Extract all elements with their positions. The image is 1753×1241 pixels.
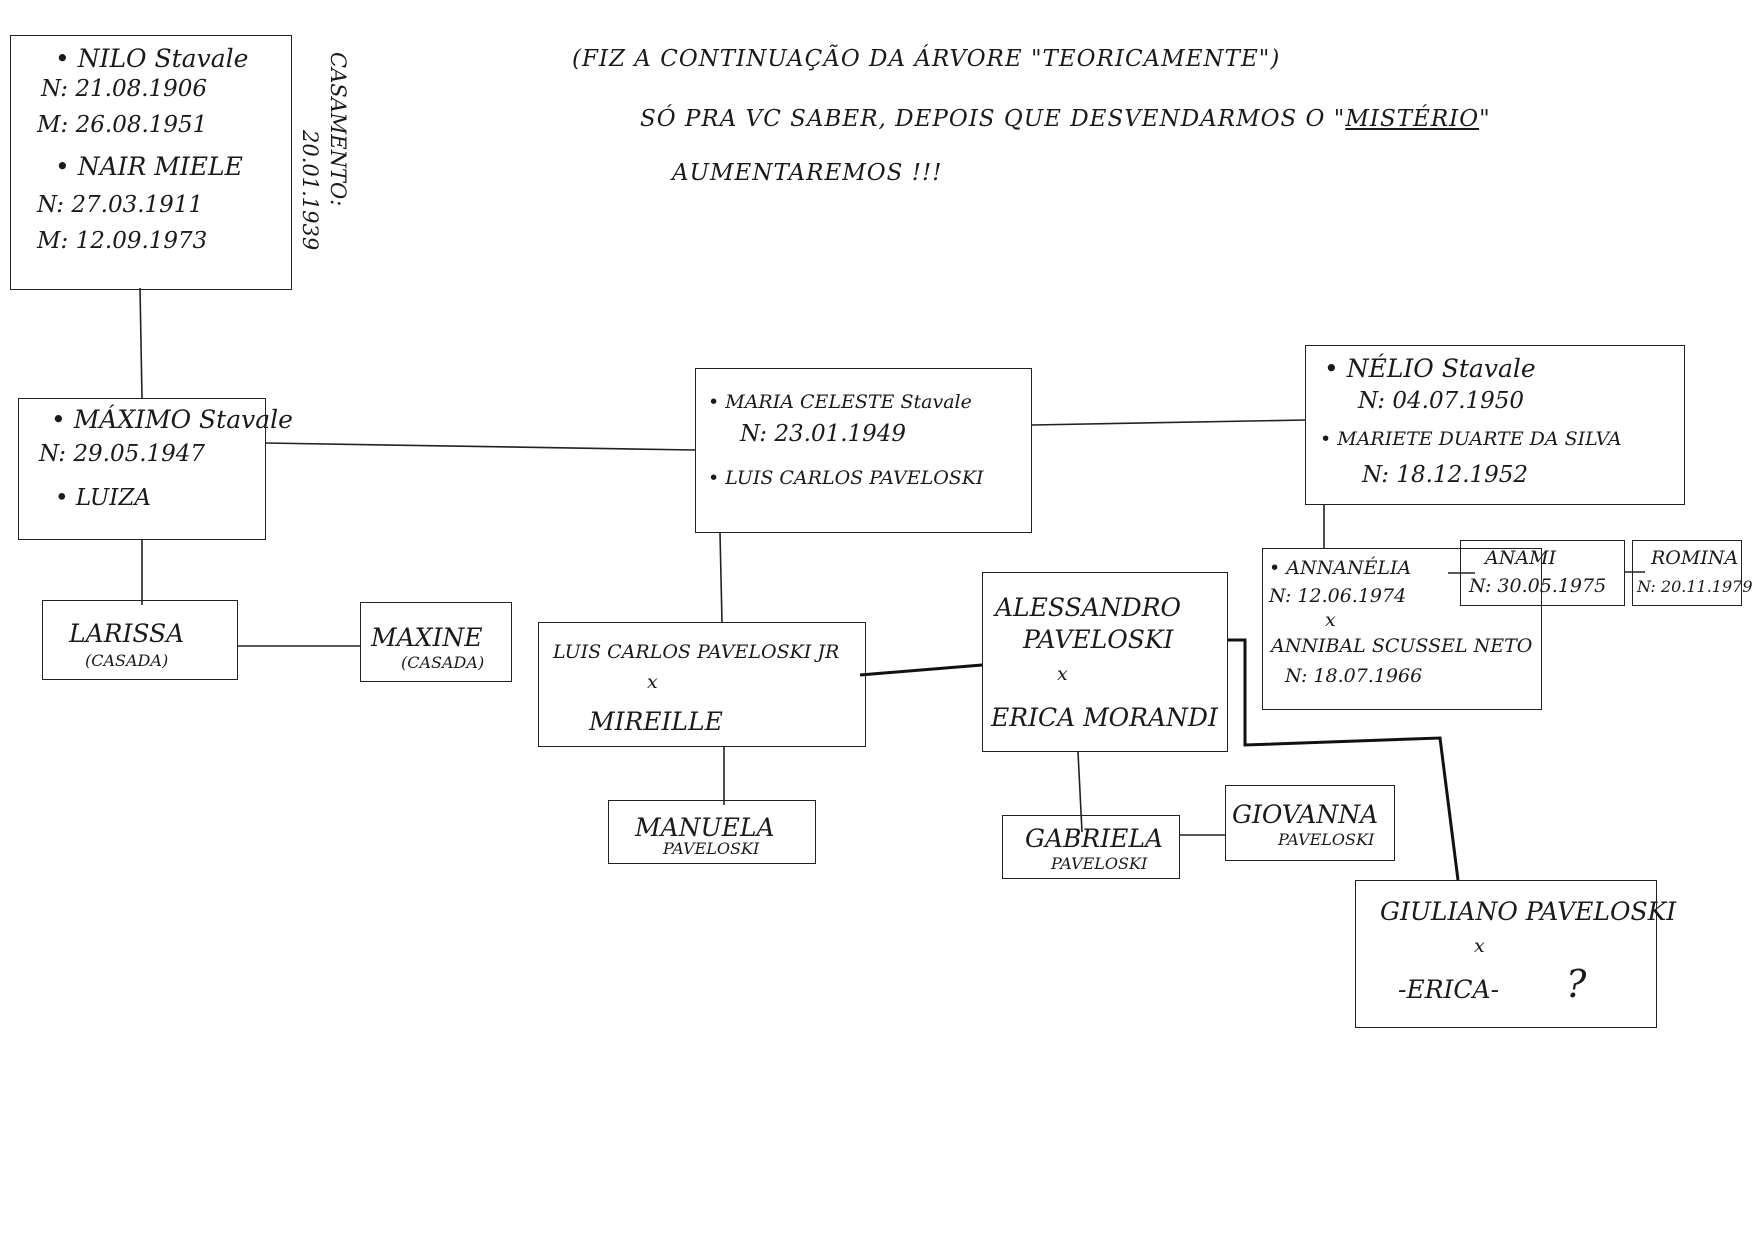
connector-maria-luisjr bbox=[719, 532, 723, 623]
header-note-line-2: SÓ PRA VC SABER, DEPOIS QUE DESVENDARMOS… bbox=[640, 108, 1491, 131]
giuliano-marriage-x: x bbox=[1474, 935, 1485, 957]
grandmother-died: M: 12.09.1973 bbox=[37, 228, 208, 254]
giovanna-box: GIOVANNA PAVELOSKI bbox=[1225, 785, 1395, 861]
luis-carlos-jr-marriage-x: x bbox=[647, 671, 658, 693]
alessandro-marriage-x: x bbox=[1057, 663, 1068, 685]
maxine-note: (CASADA) bbox=[401, 653, 485, 672]
nelio-born: N: 04.07.1950 bbox=[1358, 388, 1525, 414]
giovanna-name: GIOVANNA bbox=[1232, 800, 1379, 829]
grandparents-box: • NILO Stavale N: 21.08.1906 M: 26.08.19… bbox=[10, 35, 292, 290]
marriage-label: CASAMENTO: bbox=[326, 52, 350, 207]
annanelia-born: N: 12.06.1974 bbox=[1269, 585, 1407, 607]
nelio-spouse: • MARIETE DUARTE DA SILVA bbox=[1320, 428, 1622, 450]
maria-celeste-name: • MARIA CELESTE Stavale bbox=[708, 391, 972, 413]
grandfather-name: • NILO Stavale bbox=[55, 44, 249, 73]
annanelia-name: • ANNANÉLIA bbox=[1269, 557, 1412, 579]
giuliano-name: GIULIANO PAVELOSKI bbox=[1380, 897, 1677, 926]
romina-name: ROMINA bbox=[1651, 547, 1739, 569]
manuela-name: MANUELA bbox=[635, 813, 775, 842]
marriage-date: 20.01.1939 bbox=[298, 130, 322, 251]
giuliano-box: GIULIANO PAVELOSKI x -ERICA- ? bbox=[1355, 880, 1676, 1028]
grandfather-died: M: 26.08.1951 bbox=[37, 112, 208, 138]
annanelia-spouse: ANNIBAL SCUSSEL NETO bbox=[1271, 635, 1533, 657]
connector-alessandro-gabriela bbox=[1077, 751, 1083, 833]
connector-maximo-maria bbox=[264, 442, 696, 451]
luis-carlos-jr-spouse: MIREILLE bbox=[589, 707, 723, 736]
luis-carlos-jr-box: LUIS CARLOS PAVELOSKI JR x MIREILLE bbox=[538, 622, 866, 747]
gabriela-name: GABRIELA bbox=[1025, 824, 1164, 853]
anami-born: N: 30.05.1975 bbox=[1469, 575, 1607, 597]
nelio-name: • NÉLIO Stavale bbox=[1324, 354, 1536, 383]
header-note-mystery-word: MISTÉRIO bbox=[1345, 106, 1480, 132]
alessandro-spouse: ERICA MORANDI bbox=[991, 703, 1218, 732]
maria-celeste-box: • MARIA CELESTE Stavale N: 23.01.1949 • … bbox=[695, 368, 1032, 533]
romina-box: ROMINA N: 20.11.1979 bbox=[1632, 540, 1753, 606]
larissa-name: LARISSA bbox=[69, 619, 185, 648]
giuliano-question-mark: ? bbox=[1566, 962, 1587, 1006]
gabriela-surname: PAVELOSKI bbox=[1051, 854, 1148, 873]
alessandro-name: ALESSANDRO bbox=[995, 593, 1182, 622]
connector-alessandro-giuliano bbox=[1228, 638, 1460, 881]
giuliano-spouse: -ERICA- bbox=[1398, 975, 1500, 1004]
nelio-box: • NÉLIO Stavale N: 04.07.1950 • MARIETE … bbox=[1305, 345, 1685, 505]
larissa-note: (CASADA) bbox=[85, 651, 169, 670]
connector-luisjr-alessandro bbox=[859, 663, 983, 677]
annanelia-spouse-born: N: 18.07.1966 bbox=[1285, 665, 1423, 687]
annanelia-marriage-x: x bbox=[1325, 609, 1336, 631]
annanelia-box: • ANNANÉLIA N: 12.06.1974 x ANNIBAL SCUS… bbox=[1262, 548, 1542, 710]
grandmother-born: N: 27.03.1911 bbox=[37, 192, 204, 218]
maxine-name: MAXINE bbox=[371, 623, 483, 652]
header-note-line-3: AUMENTAREMOS !!! bbox=[672, 160, 943, 186]
alessandro-surname: PAVELOSKI bbox=[1023, 625, 1174, 654]
header-note-line-2-start: SÓ PRA VC SABER, DEPOIS QUE DESVENDARMOS… bbox=[640, 106, 1346, 132]
maximo-born: N: 29.05.1947 bbox=[39, 441, 206, 467]
giovanna-surname: PAVELOSKI bbox=[1278, 830, 1375, 849]
grandmother-name: • NAIR MIELE bbox=[55, 152, 243, 181]
maria-celeste-born: N: 23.01.1949 bbox=[740, 421, 907, 447]
manuela-box: MANUELA PAVELOSKI bbox=[608, 800, 816, 864]
connector-grandparents-maximo bbox=[139, 287, 143, 399]
anami-name: ANAMI bbox=[1485, 547, 1557, 569]
header-note-line-1: (FIZ A CONTINUAÇÃO DA ÁRVORE "TEORICAMEN… bbox=[572, 46, 1281, 72]
alessandro-box: ALESSANDRO PAVELOSKI x ERICA MORANDI bbox=[982, 572, 1228, 752]
grandfather-born: N: 21.08.1906 bbox=[41, 76, 208, 102]
manuela-surname: PAVELOSKI bbox=[663, 839, 760, 858]
anami-box: ANAMI N: 30.05.1975 bbox=[1460, 540, 1625, 606]
romina-born: N: 20.11.1979 bbox=[1637, 577, 1753, 596]
maria-celeste-spouse: • LUIS CARLOS PAVELOSKI bbox=[708, 467, 984, 489]
maximo-box: • MÁXIMO Stavale N: 29.05.1947 • LUIZA bbox=[18, 398, 293, 540]
maxine-box: MAXINE (CASADA) bbox=[360, 602, 512, 682]
connector-maria-nelio bbox=[1031, 419, 1306, 426]
nelio-spouse-born: N: 18.12.1952 bbox=[1362, 462, 1529, 488]
gabriela-box: GABRIELA PAVELOSKI bbox=[1002, 815, 1180, 879]
header-note-line-2-end: " bbox=[1479, 106, 1491, 132]
maximo-name: • MÁXIMO Stavale bbox=[51, 405, 293, 434]
luis-carlos-jr-name: LUIS CARLOS PAVELOSKI JR bbox=[553, 641, 840, 663]
maximo-spouse: • LUIZA bbox=[55, 485, 151, 511]
larissa-box: LARISSA (CASADA) bbox=[42, 600, 238, 680]
